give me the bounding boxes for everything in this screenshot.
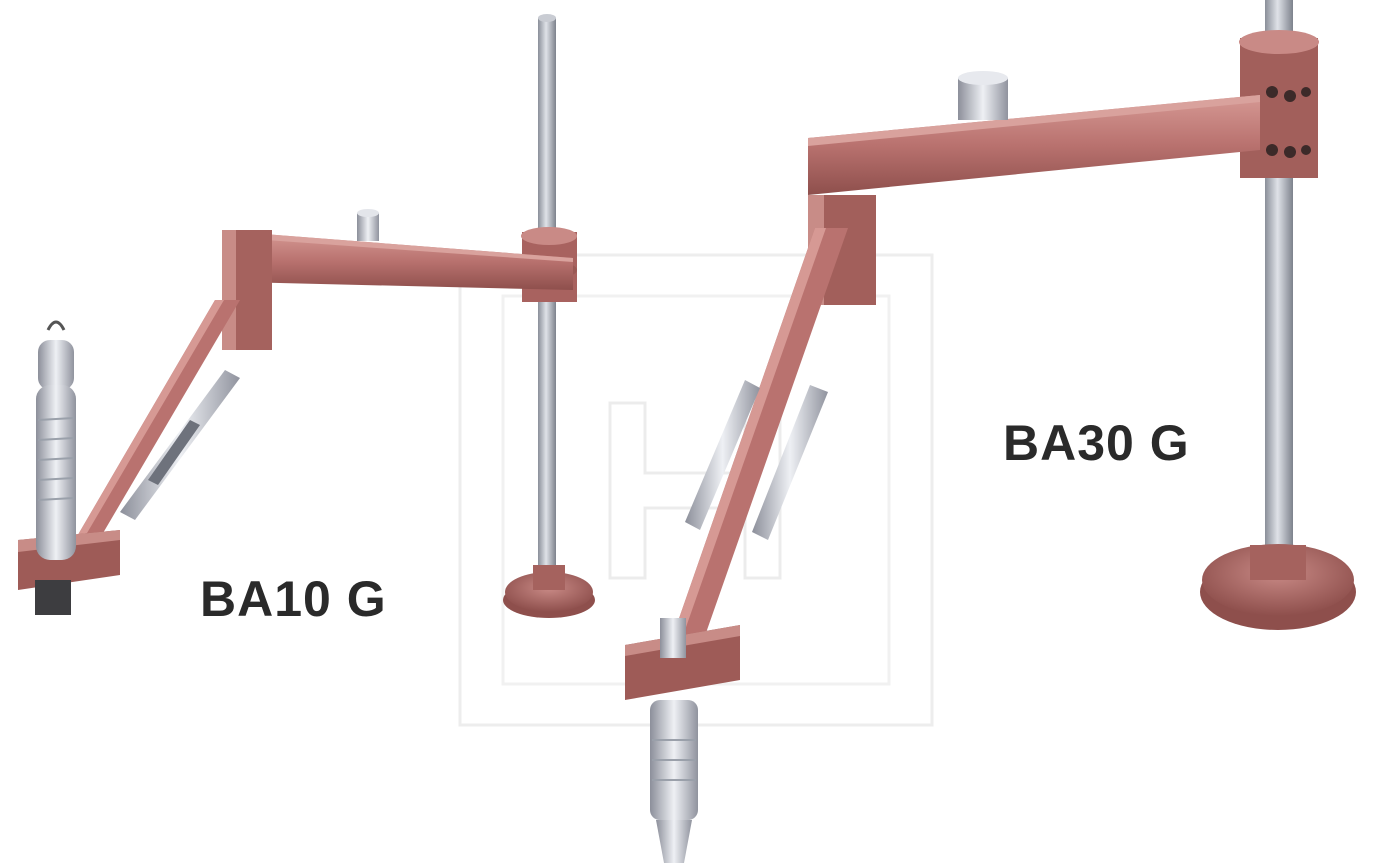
nut-runner-tool-icon — [650, 618, 698, 863]
ba30-model-label: BA30 G — [1003, 415, 1190, 471]
ba10-balancer-arm — [18, 14, 595, 618]
ba10-model-label: BA10 G — [200, 571, 387, 627]
screwdriver-tool-icon — [35, 320, 76, 615]
ba30-balancer-arm — [625, 0, 1356, 700]
